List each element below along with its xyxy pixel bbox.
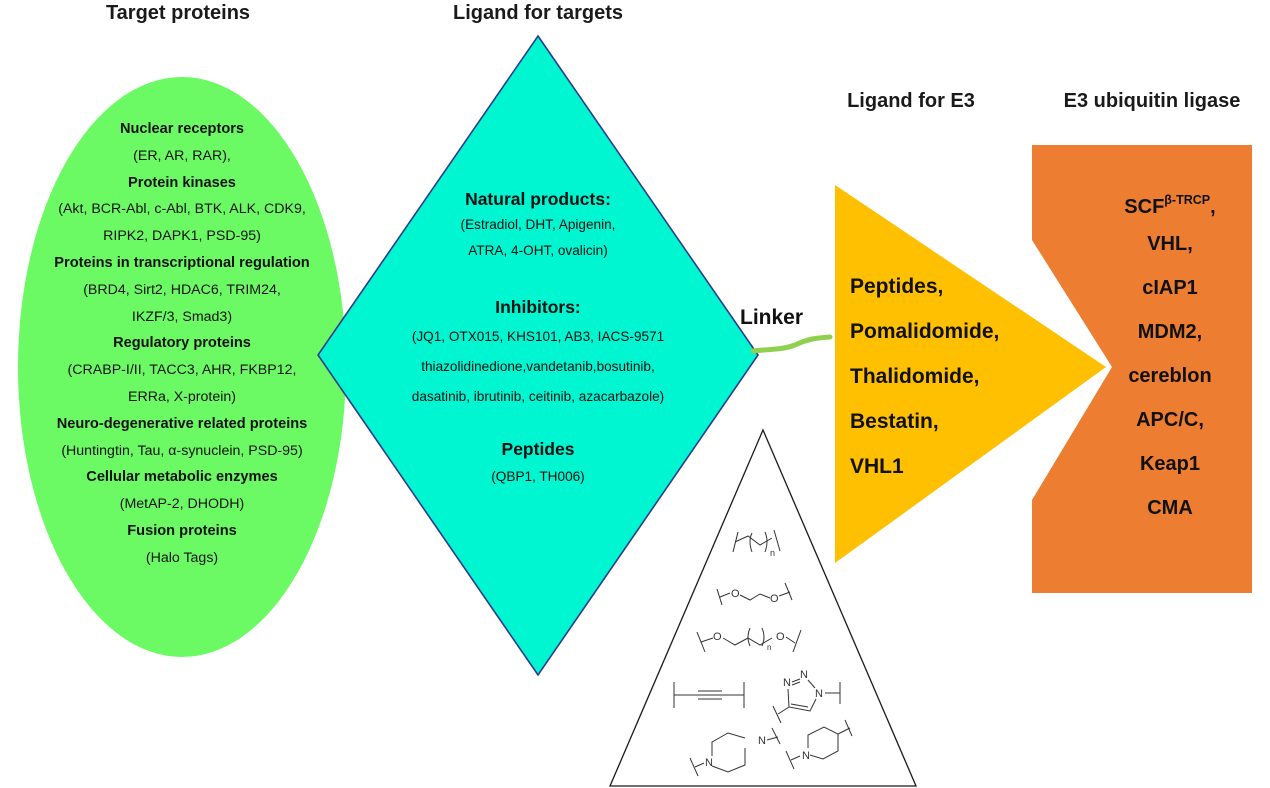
target-category-members: IKZF/3, Smad3): [131, 308, 233, 325]
target-category-members: (ER, AR, RAR),: [133, 147, 231, 164]
alkoxy-chain-structure: O n O: [696, 627, 802, 653]
inhibitors-title: Inhibitors:: [495, 297, 581, 317]
natural-products-line: ATRA, 4-OHT, ovalicin): [468, 243, 608, 258]
target-category-title: Nuclear receptors: [119, 121, 245, 137]
e3-ligase-item: cIAP1: [1142, 277, 1198, 299]
e3-ligand-item: Thalidomide,: [850, 365, 980, 388]
target-category-members: RIPK2, DAPK1, PSD-95): [103, 228, 261, 245]
linker-connection-line: [750, 334, 833, 354]
svg-text:O: O: [776, 631, 785, 643]
e3-ligase-list: SCFβ-TRCP, VHL, cIAP1 MDM2, cereblon APC…: [1100, 178, 1240, 530]
subscript-n: n: [770, 548, 775, 558]
svg-text:N: N: [783, 677, 791, 689]
heading-e3-ubiquitin-ligase: E3 ubiquitin ligase: [1063, 90, 1241, 112]
ligand-for-e3-list: Peptides, Pomalidomide, Thalidomide, Bes…: [850, 264, 1050, 489]
e3-ligand-item: Bestatin,: [850, 410, 939, 433]
target-category-members: (Halo Tags): [145, 549, 219, 566]
target-proteins-ellipse: [18, 77, 346, 657]
target-category-title: Protein kinases: [128, 174, 236, 191]
target-category-members: (CRABP-I/II, TACC3, AHR, FKBP12,: [67, 362, 297, 379]
e3-ligase-item: Keap1: [1139, 453, 1201, 475]
alkyl-chain-structure: n: [732, 529, 781, 558]
svg-text:N: N: [758, 735, 766, 747]
svg-text:n: n: [767, 643, 771, 652]
svg-text:O: O: [713, 631, 722, 643]
e3-ligase-item: CMA: [1147, 497, 1193, 519]
svg-text:N: N: [815, 688, 823, 700]
target-category-title: Cellular metabolic enzymes: [86, 469, 278, 486]
e3-ligase-item: APC/C,: [1136, 409, 1204, 431]
ligand-for-e3-triangle: [835, 185, 1106, 563]
piperazine-structure: N N: [689, 727, 781, 777]
svg-text:O: O: [731, 588, 740, 600]
peptides-title: Peptides: [501, 439, 575, 459]
natural-products-line: (Estradiol, DHT, Apigenin,: [460, 217, 616, 232]
ligand-for-targets-content: Natural products: (Estradiol, DHT, Apige…: [358, 186, 718, 490]
e3-ligand-item: Pomalidomide,: [850, 320, 1000, 343]
natural-products-title: Natural products:: [465, 189, 611, 209]
svg-text:N: N: [800, 669, 808, 681]
target-category-members: (BRD4, Sirt2, HDAC6, TRIM24,: [83, 281, 281, 298]
triazole-structure: N N N: [772, 669, 841, 724]
e3-ligand-item: VHL1: [850, 455, 904, 478]
peptides-line: (QBP1, TH006): [491, 469, 585, 484]
heading-ligand-for-e3: Ligand for E3: [847, 90, 975, 112]
inhibitors-line: dasatinib, ibrutinib, ceitinib, azacarba…: [411, 389, 665, 404]
target-category-members: (Akt, BCR-Abl, c-Abl, BTK, ALK, CDK9,: [58, 201, 306, 218]
e3-ligand-item: Peptides,: [850, 275, 944, 298]
peg-structure: O O: [716, 582, 793, 606]
alkyne-structure: [673, 682, 745, 708]
target-category-members: (Huntingtin, Tau, α-synuclein, PSD-95): [61, 442, 303, 459]
e3-ligase-item-scf: SCFβ-TRCP,: [1124, 193, 1216, 218]
linker-label: Linker: [740, 306, 804, 329]
inhibitors-line: (JQ1, OTX015, KHS101, AB3, IACS-9571: [411, 329, 665, 344]
target-category-title: Proteins in transcriptional regulation: [54, 254, 310, 271]
svg-text:O: O: [770, 593, 779, 605]
inhibitors-line: thiazolidinedione,vandetanib,bosutinib,: [421, 359, 655, 374]
target-category-title: Fusion proteins: [127, 522, 237, 539]
ligand-for-targets-diamond: [317, 34, 759, 677]
svg-text:N: N: [802, 750, 810, 762]
piperidine-structure: N: [785, 719, 853, 770]
target-category-members: (MetAP-2, DHODH): [119, 496, 245, 513]
svg-text:N: N: [705, 757, 713, 769]
e3-ligase-item: cereblon: [1128, 365, 1212, 387]
target-category-members: ERRa, X-protein): [127, 388, 237, 405]
target-proteins-list: Nuclear receptors (ER, AR, RAR), Protein k…: [22, 116, 342, 572]
heading-target-proteins: Target proteins: [105, 2, 251, 24]
e3-ligase-item: VHL,: [1147, 233, 1193, 255]
heading-ligand-for-targets: Ligand for targets: [452, 2, 623, 24]
scf-superscript: β-TRCP: [1164, 193, 1211, 207]
e3-ligase-item: MDM2,: [1137, 321, 1203, 343]
target-category-title: Regulatory proteins: [113, 335, 251, 352]
target-category-title: Neuro-degenerative related proteins: [56, 415, 308, 432]
